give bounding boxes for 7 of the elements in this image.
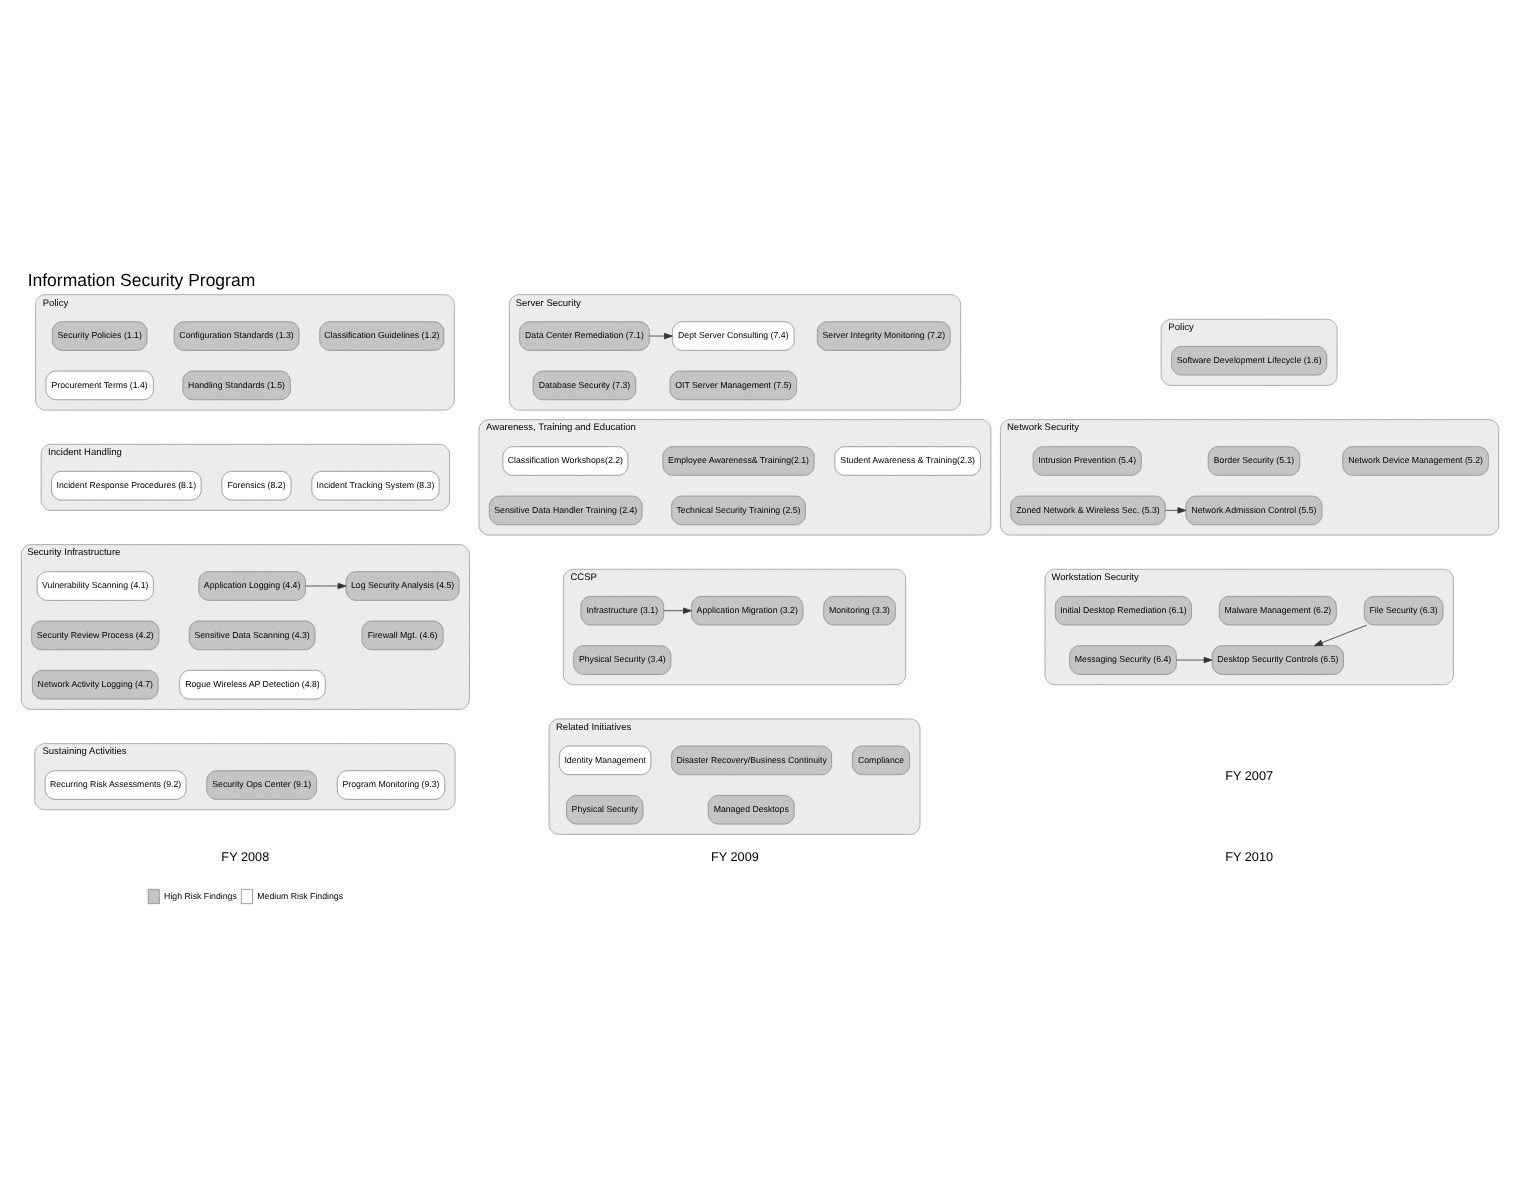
arrow [1314,624,1368,647]
arrow [1165,507,1187,514]
arrow [305,582,347,590]
arrow [663,607,692,614]
arrow [649,332,673,340]
arrow [1176,656,1213,664]
diagram-title: Information Security Program [27,270,256,291]
